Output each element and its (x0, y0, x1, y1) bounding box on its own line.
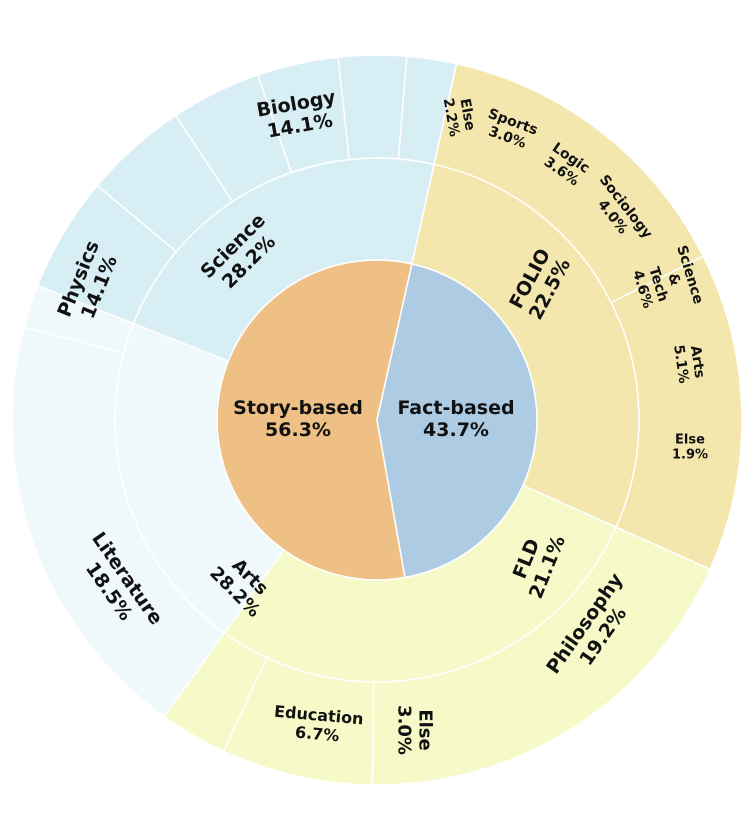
chart-wedges (11, 54, 743, 786)
label-outer-arts-else: Else3.0% (393, 705, 435, 755)
label-middle-fld: FLD21.1% (504, 524, 570, 602)
wedge-outer-science-biology (433, 62, 705, 304)
label-outer-folio-arts: Arts5.1% (670, 342, 708, 385)
label-outer-folio-else: Else2.2% (440, 94, 479, 138)
wedge-outer-folio-sports (337, 54, 408, 161)
label-outer-science-biology: Biology14.1% (255, 86, 342, 144)
